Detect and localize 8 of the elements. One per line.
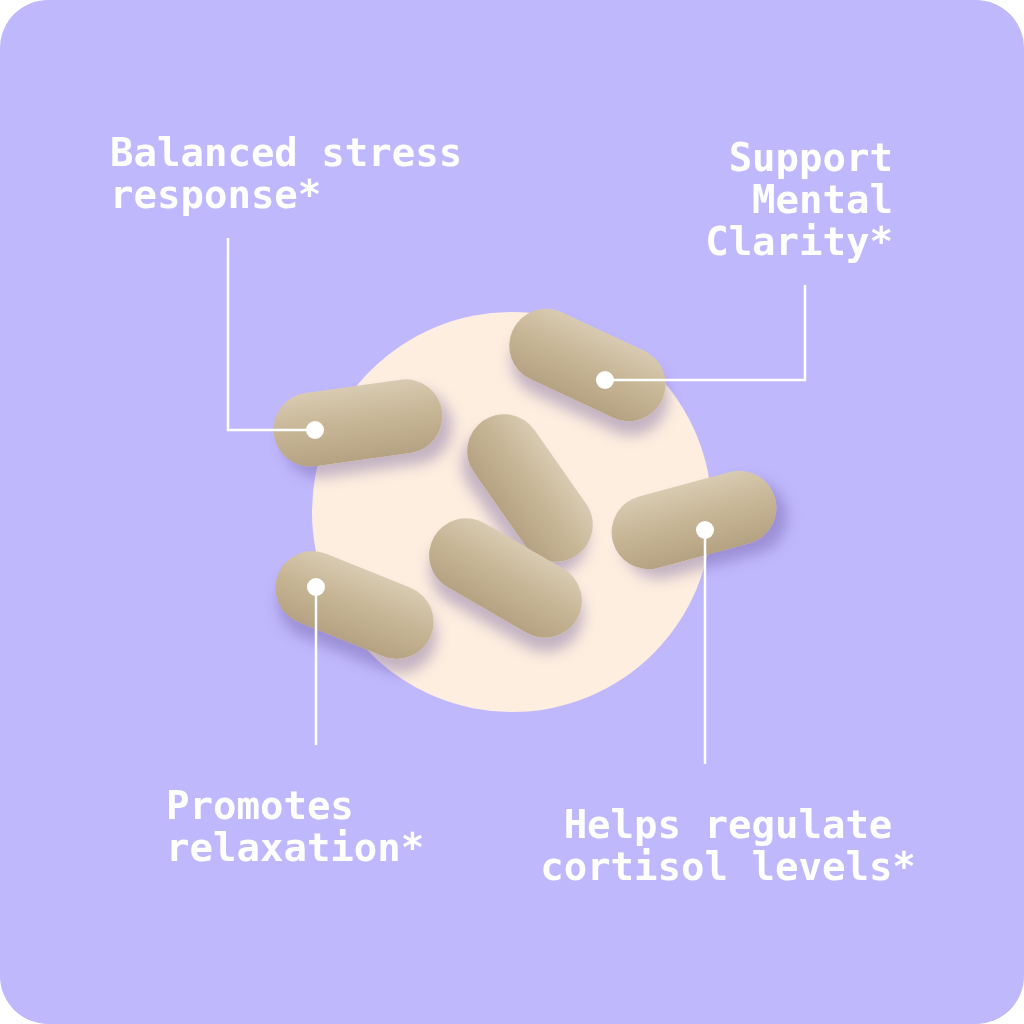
leader-line bbox=[307, 578, 325, 745]
callout-text: Helps regulate cortisol levels* bbox=[528, 804, 928, 888]
leader-line bbox=[226, 238, 324, 439]
callout-text: Support Mental Clarity* bbox=[693, 137, 893, 263]
leader-line bbox=[596, 285, 807, 389]
callout-text: Balanced stress response* bbox=[110, 132, 485, 216]
callout-text: Promotes relaxation* bbox=[166, 785, 441, 869]
leader-line bbox=[696, 521, 714, 764]
